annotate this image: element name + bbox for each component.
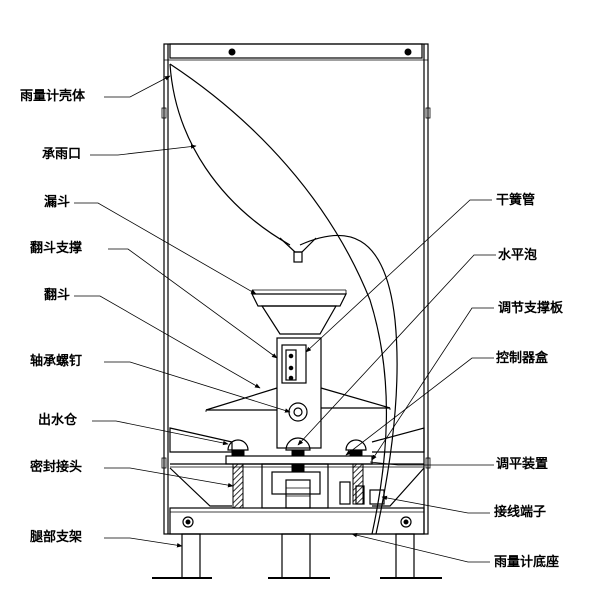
label-seal-joint: 密封接头 [29,459,82,475]
label-rain-gauge-shell: 雨量计壳体 [20,88,86,104]
label-tipping-bucket-support: 翻斗支撑 [30,240,82,256]
label-rain-door: 承雨口 [42,147,81,162]
top-left-screw-icon [228,48,236,56]
funnel-spout [279,237,317,263]
label-adjust-support-plate: 调节支撑板 [498,300,564,316]
base-left-screw-icon [182,516,194,528]
label-control-box: 控制器盒 [496,350,549,366]
funnel [251,289,347,335]
label-gauge-base: 雨量计底座 [494,554,559,570]
label-funnel: 漏斗 [44,194,70,210]
leader-lines [74,75,496,563]
label-bearing-screw: 轴承螺钉 [30,353,82,369]
tipping-bucket-support [276,337,322,449]
gauge-base [169,507,425,535]
label-water-outlet: 出水仓 [38,412,78,428]
control-box [261,463,365,509]
labels: 雨量计壳体 承雨口 漏斗 翻斗支撑 翻斗 轴承螺钉 出水仓 密封接头 腿部支架 … [20,88,564,570]
label-leg-bracket: 腿部支架 [30,529,82,545]
terminal-block [369,489,385,505]
label-terminal-block: 接线端子 [494,504,546,520]
label-leveling-device: 调平装置 [496,456,548,472]
label-level-bubble: 水平泡 [498,247,537,263]
label-reed-switch: 干簧管 [496,192,535,208]
bearing-icon [288,402,308,422]
leg-bracket [152,533,442,579]
leveling-device [227,437,367,457]
base-right-screw-icon [400,516,412,528]
rain-door [169,63,398,535]
top-right-screw-icon [404,48,412,56]
label-tipping-bucket: 翻斗 [44,287,70,303]
seal-joint [232,463,364,509]
